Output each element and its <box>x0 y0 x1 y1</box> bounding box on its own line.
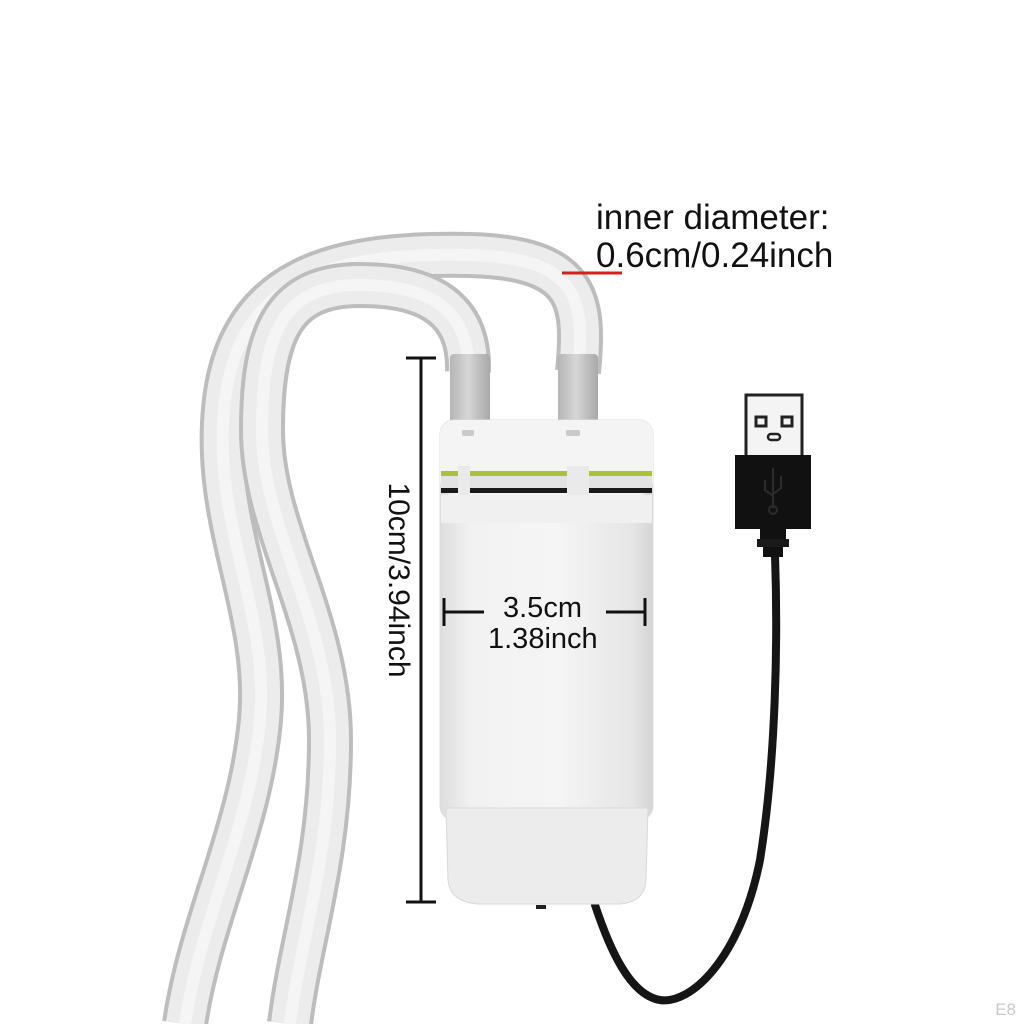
tube-inner <box>238 261 492 1027</box>
tube-stub-left <box>450 354 490 424</box>
green-stripe <box>441 471 652 476</box>
width-dimension-line <box>442 598 647 626</box>
height-value: 10cm/3.94inch <box>382 482 415 678</box>
usb-cable <box>591 551 781 1005</box>
usb-plug <box>735 393 811 557</box>
black-stripe <box>441 488 652 493</box>
watermark: E8 <box>995 1000 1016 1019</box>
inner-diameter-label: inner diameter: <box>596 198 830 237</box>
tube-outer <box>162 231 604 1028</box>
inner-diameter-value: 0.6cm/0.24inch <box>596 236 834 275</box>
pump-body <box>439 419 654 909</box>
height-dimension-line <box>406 356 436 904</box>
width-inch-value: 1.38inch <box>488 623 598 655</box>
width-cm-value: 3.5cm <box>503 592 582 624</box>
tube-stub-right <box>558 354 598 424</box>
